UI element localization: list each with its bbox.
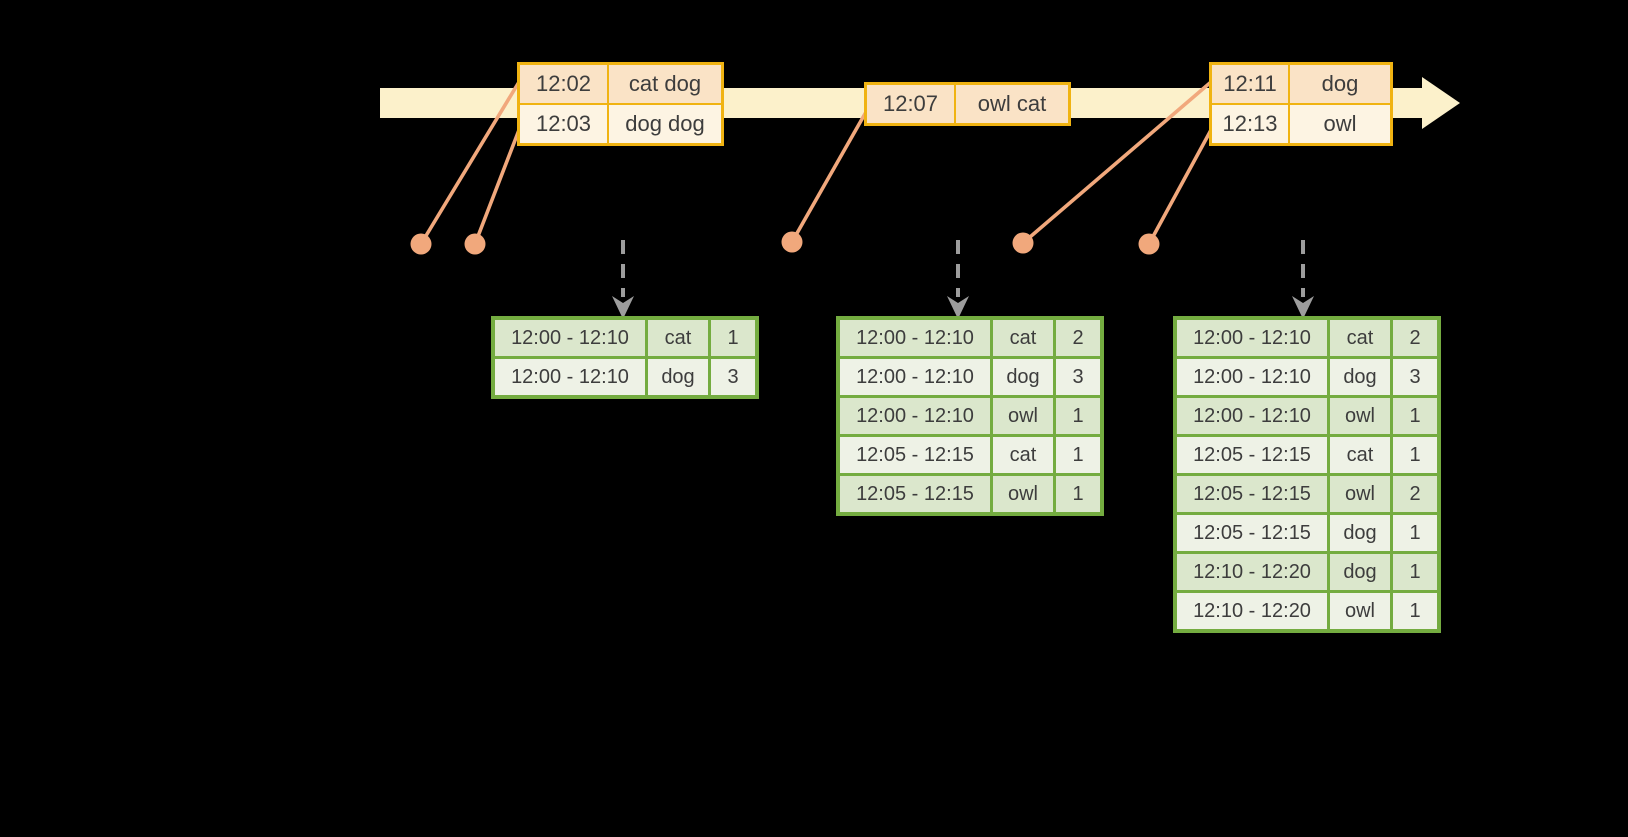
words-cell: dog (1288, 62, 1393, 105)
word-cell: owl (1327, 590, 1393, 633)
window-cell: 12:00 - 12:10 (836, 316, 993, 359)
word-cell: cat (1327, 434, 1393, 476)
word-cell: dog (645, 356, 711, 399)
window-cell: 12:00 - 12:10 (836, 356, 993, 398)
time-cell: 12:11 (1209, 62, 1290, 105)
count-cell: 3 (708, 356, 759, 399)
count-cell: 1 (1053, 395, 1104, 437)
word-cell: dog (1327, 512, 1393, 554)
count-cell: 1 (1053, 473, 1104, 516)
count-cell: 3 (1390, 356, 1441, 398)
window-cell: 12:10 - 12:20 (1173, 551, 1330, 593)
count-cell: 1 (1390, 551, 1441, 593)
word-cell: dog (1327, 551, 1393, 593)
event-dot (464, 233, 486, 255)
words-cell: owl cat (954, 82, 1071, 126)
count-cell: 1 (1390, 434, 1441, 476)
event-connector-line (790, 111, 868, 243)
word-cell: dog (990, 356, 1056, 398)
window-cell: 12:10 - 12:20 (1173, 590, 1330, 633)
event-connector-line (473, 129, 521, 245)
words-cell: cat dog (607, 62, 724, 105)
event-dot (781, 231, 803, 253)
word-cell: owl (990, 473, 1056, 516)
word-cell: owl (1327, 395, 1393, 437)
word-cell: cat (645, 316, 711, 359)
window-cell: 12:00 - 12:10 (836, 395, 993, 437)
count-cell: 1 (1390, 590, 1441, 633)
event-dot (1138, 233, 1160, 255)
time-cell: 12:02 (517, 62, 609, 105)
words-cell: dog dog (607, 103, 724, 146)
word-cell: cat (1327, 316, 1393, 359)
time-cell: 12:03 (517, 103, 609, 146)
event-dot (410, 233, 432, 255)
word-cell: cat (990, 316, 1056, 359)
word-cell: dog (1327, 356, 1393, 398)
count-cell: 3 (1053, 356, 1104, 398)
window-cell: 12:05 - 12:15 (836, 473, 993, 516)
window-cell: 12:05 - 12:15 (1173, 473, 1330, 515)
count-cell: 1 (1390, 512, 1441, 554)
time-cell: 12:13 (1209, 103, 1290, 146)
trigger-down-arrowhead-icon (1292, 296, 1314, 319)
count-cell: 1 (1390, 395, 1441, 437)
window-cell: 12:00 - 12:10 (1173, 356, 1330, 398)
window-cell: 12:05 - 12:15 (836, 434, 993, 476)
word-cell: owl (1327, 473, 1393, 515)
event-dot (1012, 232, 1034, 254)
time-cell: 12:07 (864, 82, 956, 126)
trigger-down-arrowhead-icon (612, 296, 634, 319)
window-cell: 12:00 - 12:10 (491, 316, 648, 359)
words-cell: owl (1288, 103, 1393, 146)
window-cell: 12:00 - 12:10 (491, 356, 648, 399)
event-connector-line (1147, 129, 1213, 245)
window-cell: 12:05 - 12:15 (1173, 512, 1330, 554)
window-cell: 12:00 - 12:10 (1173, 316, 1330, 359)
count-cell: 2 (1390, 473, 1441, 515)
count-cell: 1 (1053, 434, 1104, 476)
word-cell: cat (990, 434, 1056, 476)
count-cell: 1 (708, 316, 759, 359)
event-connector-line (419, 81, 521, 245)
word-cell: owl (990, 395, 1056, 437)
window-cell: 12:00 - 12:10 (1173, 395, 1330, 437)
event-connector-line (1021, 80, 1213, 245)
timeline-arrowhead-icon (1422, 77, 1460, 129)
window-cell: 12:05 - 12:15 (1173, 434, 1330, 476)
count-cell: 2 (1053, 316, 1104, 359)
count-cell: 2 (1390, 316, 1441, 359)
trigger-down-arrowhead-icon (947, 296, 969, 319)
